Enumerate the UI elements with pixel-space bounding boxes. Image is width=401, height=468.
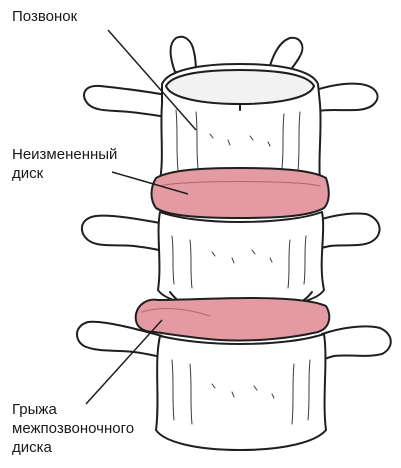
middle-vertebra-body <box>158 212 324 308</box>
label-normal-disc-line2: диск <box>12 164 117 183</box>
top-transverse-process-left <box>84 86 172 118</box>
label-hernia-line1: Грыжа <box>12 400 134 419</box>
herniated-disc <box>136 298 330 341</box>
label-vertebra: Позвонок <box>12 7 77 26</box>
bottom-transverse-process-right <box>320 326 391 362</box>
label-normal-disc-line1: Неизмененный <box>12 145 117 164</box>
label-hernia-line3: диска <box>12 438 134 457</box>
middle-transverse-process-left <box>82 216 166 252</box>
label-herniated-disc: Грыжа межпозвоночного диска <box>12 400 134 457</box>
label-hernia-line2: межпозвоночного <box>12 419 134 438</box>
bottom-vertebra-body <box>156 334 326 450</box>
label-normal-disc: Неизмененный диск <box>12 145 117 183</box>
label-vertebra-text: Позвонок <box>12 7 77 26</box>
top-vertebra-top-surface <box>166 70 314 104</box>
normal-disc <box>152 168 329 218</box>
